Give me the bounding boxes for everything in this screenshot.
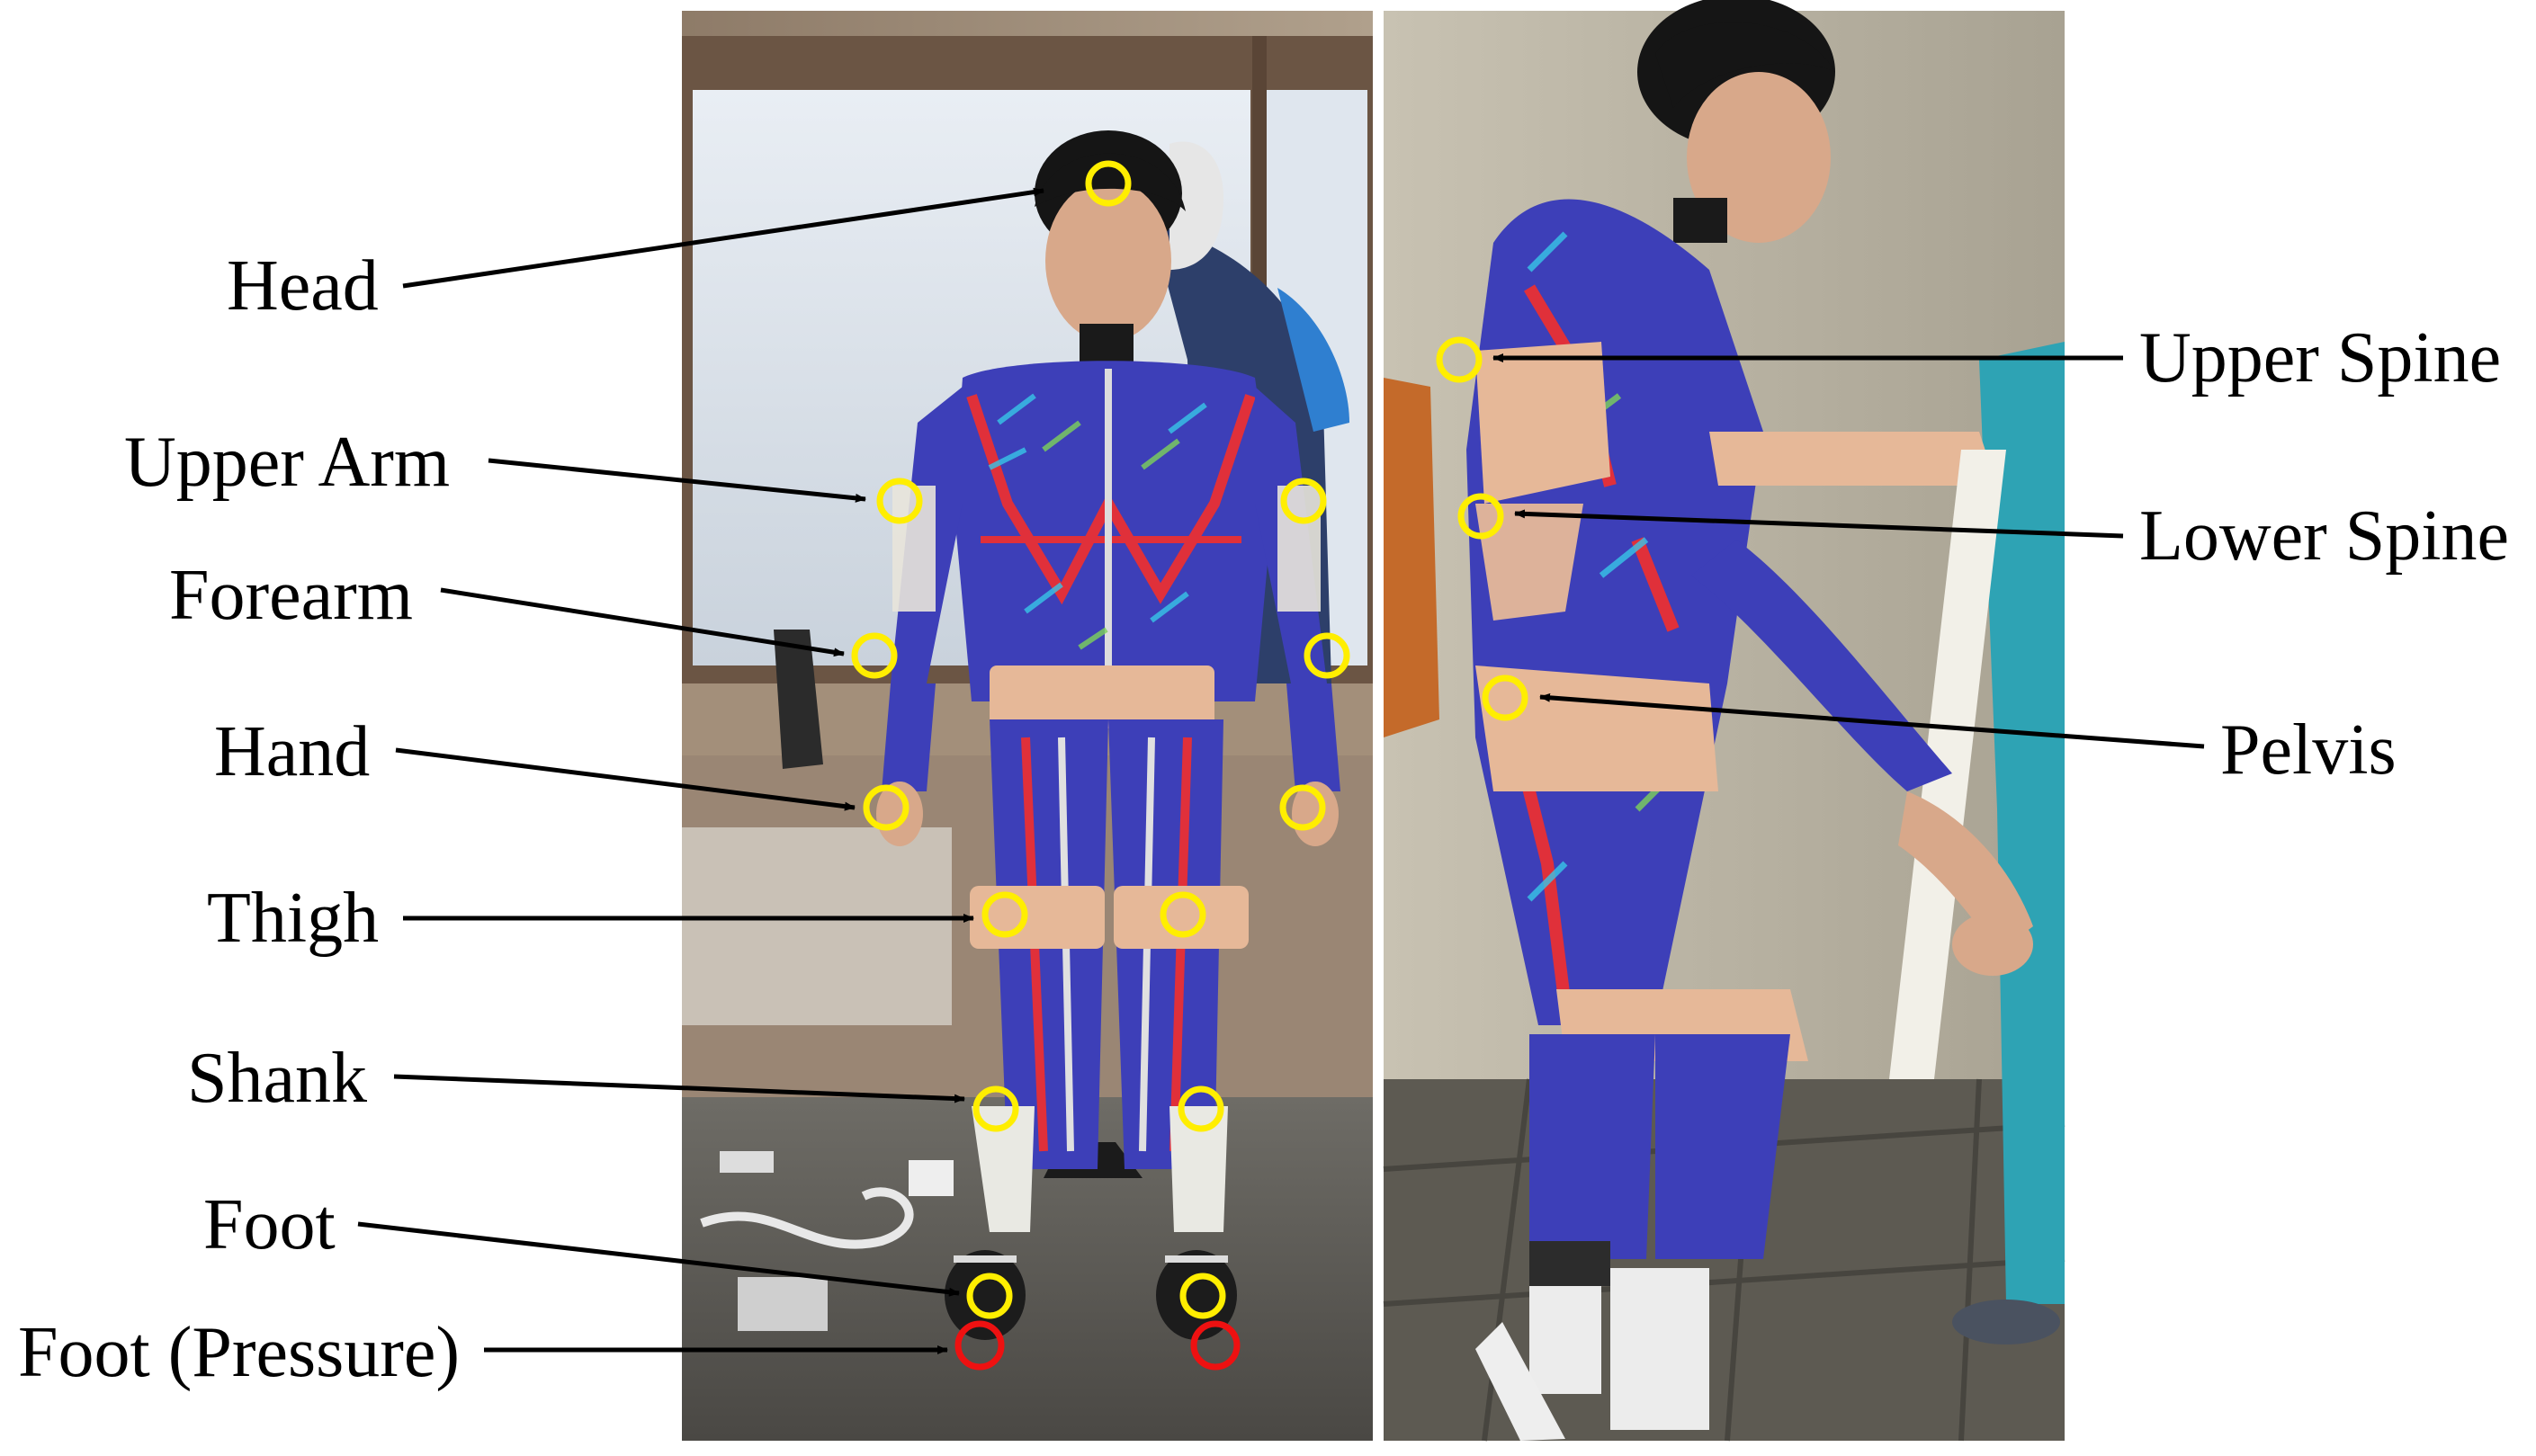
imu-marker-hand-right [1279, 784, 1326, 831]
arrow-foot [357, 1221, 960, 1297]
label-thigh: Thigh [207, 879, 379, 958]
imu-marker-foot-right [1179, 1273, 1226, 1319]
imu-marker-thigh-left [981, 891, 1028, 938]
front-view-photo [682, 11, 1373, 1441]
imu-marker-upper-spine [1436, 336, 1483, 383]
label-forearm: Forearm [169, 556, 413, 635]
imu-marker-head [1085, 160, 1132, 207]
label-head: Head [227, 246, 379, 326]
label-shank: Shank [187, 1039, 367, 1118]
arrow-hand [395, 747, 856, 811]
imu-marker-foot-left [966, 1273, 1013, 1319]
arrow-pelvis [1539, 692, 2205, 749]
arrow-lower-spine [1514, 509, 2124, 539]
imu-marker-shank-right [1178, 1085, 1224, 1132]
label-upper-arm: Upper Arm [124, 423, 450, 502]
label-foot: Foot [203, 1185, 336, 1264]
label-foot-pressure: Foot (Pressure) [18, 1313, 460, 1392]
imu-marker-shank-left [972, 1085, 1019, 1132]
pressure-marker-foot-right [1190, 1320, 1241, 1371]
label-hand: Hand [214, 712, 370, 791]
label-pelvis: Pelvis [2220, 710, 2397, 790]
arrow-head [402, 187, 1044, 289]
arrow-upper-arm [488, 458, 866, 503]
callout-labels: Head Upper Arm Forearm Hand Thigh Shank … [18, 246, 2509, 1392]
imu-marker-upper-arm-right [1280, 478, 1327, 524]
side-view-photo [1383, 0, 2066, 1442]
imu-marker-forearm-left [851, 632, 898, 679]
imu-marker-forearm-right [1304, 632, 1350, 679]
callout-arrows [357, 187, 2205, 1354]
imu-marker-upper-arm-left [876, 478, 923, 524]
pressure-marker-foot-left [954, 1320, 1005, 1371]
front-subject [876, 130, 1340, 1340]
side-subject [1466, 0, 2033, 1441]
sensor-markers [851, 160, 1528, 1371]
imu-marker-lower-spine [1457, 493, 1504, 540]
label-upper-spine: Upper Spine [2139, 318, 2501, 397]
arrow-shank [393, 1074, 965, 1103]
imu-marker-pelvis [1482, 674, 1528, 721]
arrow-forearm [440, 587, 845, 657]
label-lower-spine: Lower Spine [2139, 496, 2509, 576]
imu-marker-thigh-right [1160, 891, 1206, 938]
imu-marker-hand-left [863, 784, 910, 831]
